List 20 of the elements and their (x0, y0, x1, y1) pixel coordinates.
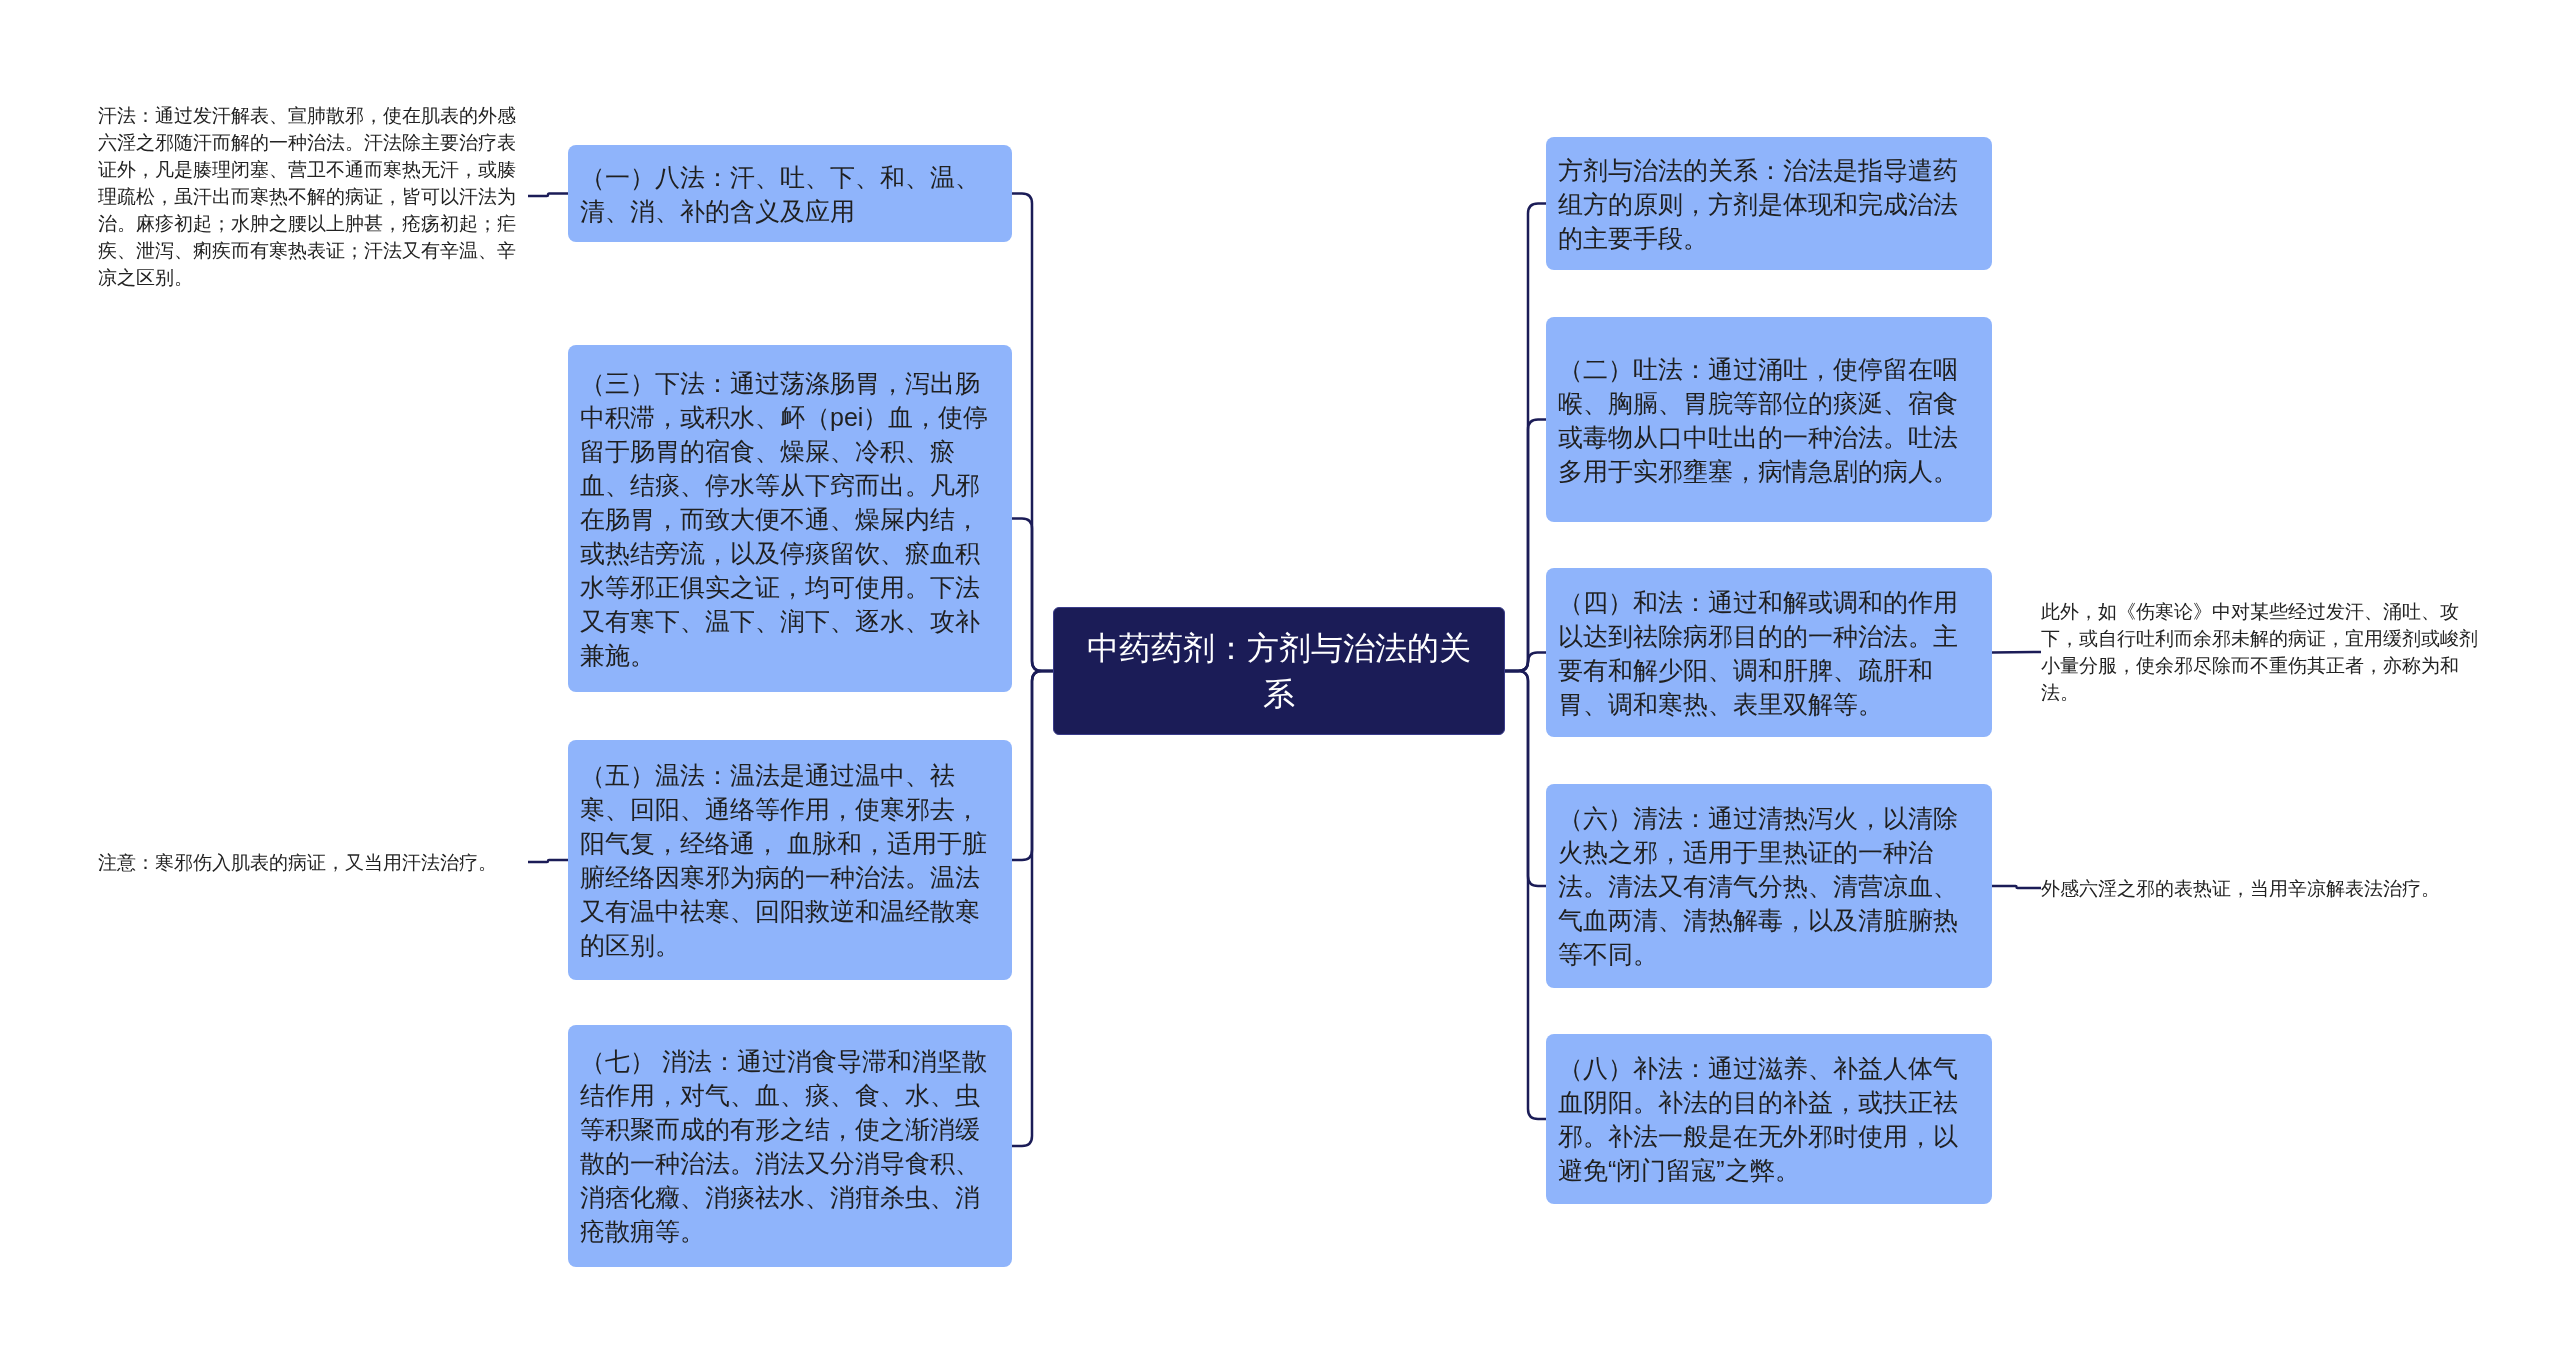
topic-box: （二）吐法：通过涌吐，使停留在咽喉、胸膈、胃脘等部位的痰涎、宿食或毒物从口中吐出的一种治法。吐法多用于实邪壅塞，病情急剧的病人。 (1546, 317, 1992, 522)
topic-box: （六）清法：通过清热泻火，以清除火热之邪，适用于里热证的一种治法。清法又有清气分热、清营凉血、气血两清、清热解毒，以及清脏腑热等不同。 (1546, 784, 1992, 988)
connector-line (1012, 669, 1053, 1148)
topic-box: 方剂与治法的关系：治法是指导遣药组方的原则，方剂是体现和完成治法的主要手段。 (1546, 137, 1992, 270)
connector-line (1505, 669, 1546, 1121)
note-text: 汗法：通过发汗解表、宣肺散邪，使在肌表的外感六淫之邪随汗而解的一种治法。汗法除主要治疗表证外，凡是腠理闭塞、营卫不通而寒热无汗，或腠理疏松，虽汗出而寒热不解的病证，皆可以汗法为治。麻疹初起；水肿之腰以上肿甚，疮疡初起；疟疾、泄泻、痢疾而有寒热表证；汗法又有辛温、辛凉之区别。 (98, 101, 528, 291)
topic-box: （一）八法：汗、吐、下、和、温、清、消、补的含义及应用 (568, 145, 1012, 242)
topic-box: （三）下法：通过荡涤肠胃，泻出肠中积滞，或积水、衃（pei）血，使停留于肠胃的宿食、燥屎、冷积、瘀血、结痰、停水等从下窍而出。凡邪在肠胃，而致大便不通、燥屎内结，或热结旁流，以及停痰留饮、瘀血积水等邪正俱实之证，均可使用。下法又有寒下、温下、润下、逐水、攻补兼施。 (568, 345, 1012, 692)
central-topic: 中药药剂：方剂与治法的关系 (1053, 607, 1505, 735)
connector-line (1992, 884, 2041, 890)
note-text: 外感六淫之邪的表热证，当用辛凉解表法治疗。 (2041, 860, 2481, 916)
topic-box: （四）和法：通过和解或调和的作用以达到祛除病邪目的的一种治法。主要有和解少阳、调和肝脾、疏肝和胃、调和寒热、表里双解等。 (1546, 568, 1992, 737)
connector-line (528, 858, 568, 864)
note-text: 注意：寒邪伤入肌表的病证，又当用汗法治疗。 (98, 834, 528, 890)
connector-line (1992, 650, 2041, 654)
topic-box: （八）补法：通过滋养、补益人体气血阴阳。补法的目的补益，或扶正祛邪。补法一般是在无外邪时使用，以避免“闭门留寇”之弊。 (1546, 1034, 1992, 1204)
topic-box: （五）温法：温法是通过温中、祛寒、回阳、通络等作用，使寒邪去，阳气复，经络通， 血脉和，适用于脏腑经络因寒邪为病的一种治法。温法又有温中祛寒、回阳救逆和温经散寒的区别。 (568, 740, 1012, 980)
note-text: 此外，如《伤寒论》中对某些经过发汗、涌吐、攻下，或自行吐利而余邪未解的病证，宜用缓剂或峻剂小量分服，使余邪尽除而不重伤其正者，亦称为和法。 (2041, 599, 2481, 705)
connector-line (528, 192, 568, 198)
topic-box: （七） 消法：通过消食导滞和消坚散结作用，对气、血、痰、食、水、虫等积聚而成的有形之结，使之渐消缓散的一种治法。消法又分消导食积、消痞化癥、消痰祛水、消疳杀虫、消疮散痈等。 (568, 1025, 1012, 1267)
